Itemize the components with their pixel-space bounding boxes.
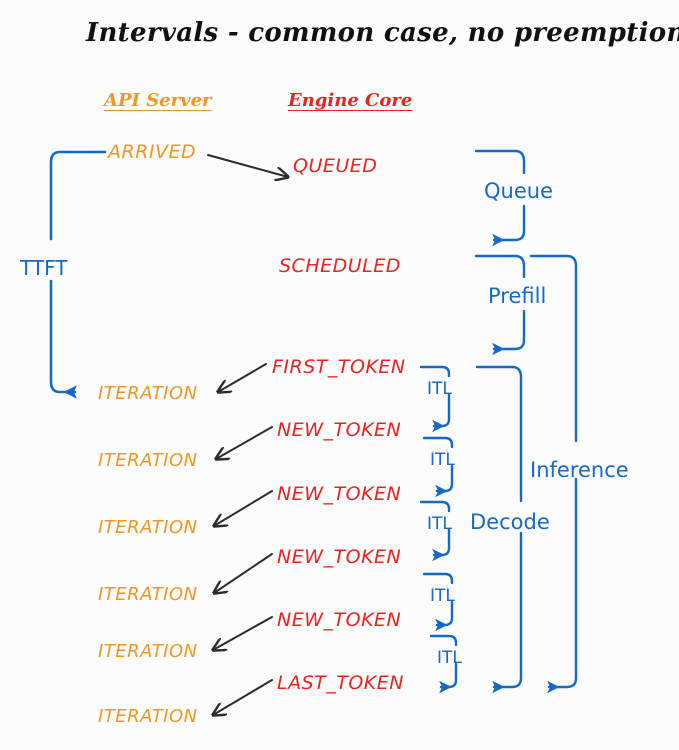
- arrow-first-token-to-iteration: [218, 363, 267, 392]
- interval-label-itl-1: ITL: [427, 379, 452, 399]
- interval-label-itl-5: ITL: [437, 648, 462, 668]
- state-iteration-3: ITERATION: [98, 517, 198, 538]
- page-title: Intervals - common case, no preemptions: [86, 18, 679, 48]
- arrow-new-token-to-iteration-4: [213, 616, 273, 650]
- state-scheduled: SCHEDULED: [279, 255, 401, 277]
- state-iteration-6: ITERATION: [98, 706, 198, 727]
- state-iteration-2: ITERATION: [98, 450, 198, 471]
- state-arrived: ARRIVED: [108, 141, 197, 163]
- column-header-api-server: API Server: [104, 90, 212, 111]
- state-iteration-4: ITERATION: [98, 584, 198, 605]
- interval-label-decode: Decode: [470, 510, 550, 534]
- interval-label-ttft: TTFT: [20, 256, 68, 280]
- interval-label-inference: Inference: [530, 458, 629, 482]
- state-iteration-1: ITERATION: [98, 383, 198, 404]
- column-header-engine-core: Engine Core: [288, 90, 413, 111]
- interval-label-itl-2: ITL: [430, 450, 455, 470]
- state-new-token-1: NEW_TOKEN: [277, 419, 402, 441]
- interval-label-queue: Queue: [484, 179, 553, 203]
- arrow-new-token-to-iteration-3: [214, 553, 273, 593]
- state-new-token-2: NEW_TOKEN: [277, 483, 402, 505]
- interval-label-itl-4: ITL: [430, 586, 455, 606]
- arrow-new-token-to-iteration-2: [214, 490, 273, 526]
- arrow-last-token-to-iteration: [213, 679, 273, 715]
- arrow-arrived-to-queued: [207, 154, 288, 177]
- state-new-token-3: NEW_TOKEN: [277, 546, 402, 568]
- interval-label-prefill: Prefill: [488, 284, 547, 308]
- state-new-token-4: NEW_TOKEN: [277, 609, 402, 631]
- state-queued: QUEUED: [293, 155, 378, 177]
- state-last-token: LAST_TOKEN: [277, 672, 404, 694]
- state-first-token: FIRST_TOKEN: [272, 356, 406, 378]
- arrow-new-token-to-iteration-1: [216, 426, 273, 459]
- state-iteration-5: ITERATION: [98, 641, 198, 662]
- interval-label-itl-3: ITL: [427, 514, 452, 534]
